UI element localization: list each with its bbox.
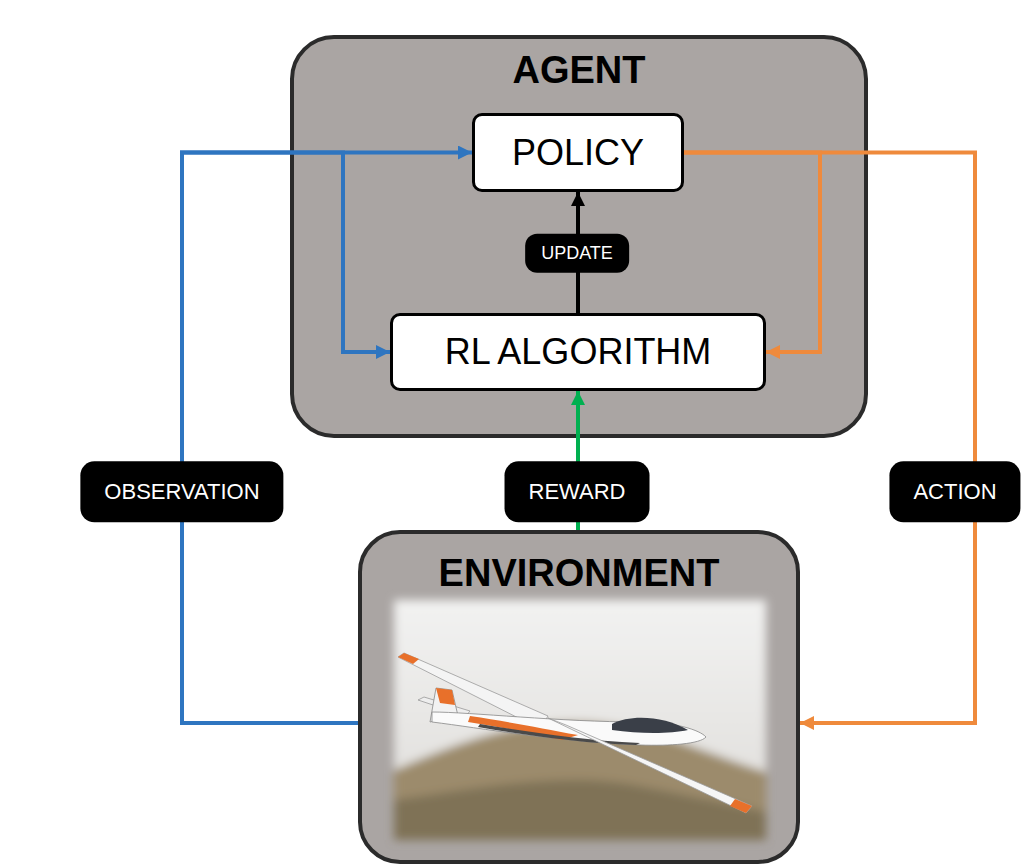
algorithm-box: RL ALGORITHM bbox=[390, 313, 766, 391]
sky bbox=[394, 600, 766, 840]
policy-box: POLICY bbox=[472, 113, 684, 192]
frame-layer bbox=[292, 37, 866, 862]
canopy bbox=[612, 718, 688, 733]
edge-label-holder: ACTION bbox=[889, 461, 1020, 522]
edge-label-holder: UPDATE bbox=[525, 234, 629, 273]
box-label: POLICY bbox=[512, 132, 644, 173]
tail-marking bbox=[436, 688, 455, 705]
right-wing bbox=[548, 718, 752, 813]
fuselage bbox=[432, 712, 706, 745]
wing-tip bbox=[730, 799, 752, 813]
edge-label-holder: OBSERVATION bbox=[80, 461, 283, 522]
edge-label-holder: REWARD bbox=[505, 461, 650, 522]
box-frame bbox=[360, 532, 798, 862]
connector bbox=[684, 153, 975, 724]
connector-group bbox=[182, 153, 975, 724]
hill bbox=[394, 722, 766, 840]
edge-label: REWARD bbox=[505, 461, 650, 522]
connector bbox=[182, 153, 472, 724]
edge-label: OBSERVATION bbox=[80, 461, 283, 522]
box-heading: ENVIRONMENT bbox=[439, 552, 720, 596]
connector bbox=[182, 153, 390, 724]
box-frame bbox=[292, 37, 866, 436]
box-label: RL ALGORITHM bbox=[445, 331, 712, 372]
edge-label: UPDATE bbox=[525, 234, 629, 273]
edge-label: ACTION bbox=[889, 461, 1020, 522]
glider-illustration bbox=[394, 600, 766, 840]
wing-tip bbox=[398, 653, 419, 664]
box-heading: AGENT bbox=[513, 49, 646, 93]
environment-box: ENVIRONMENT bbox=[358, 530, 800, 864]
photo-background bbox=[394, 600, 766, 840]
